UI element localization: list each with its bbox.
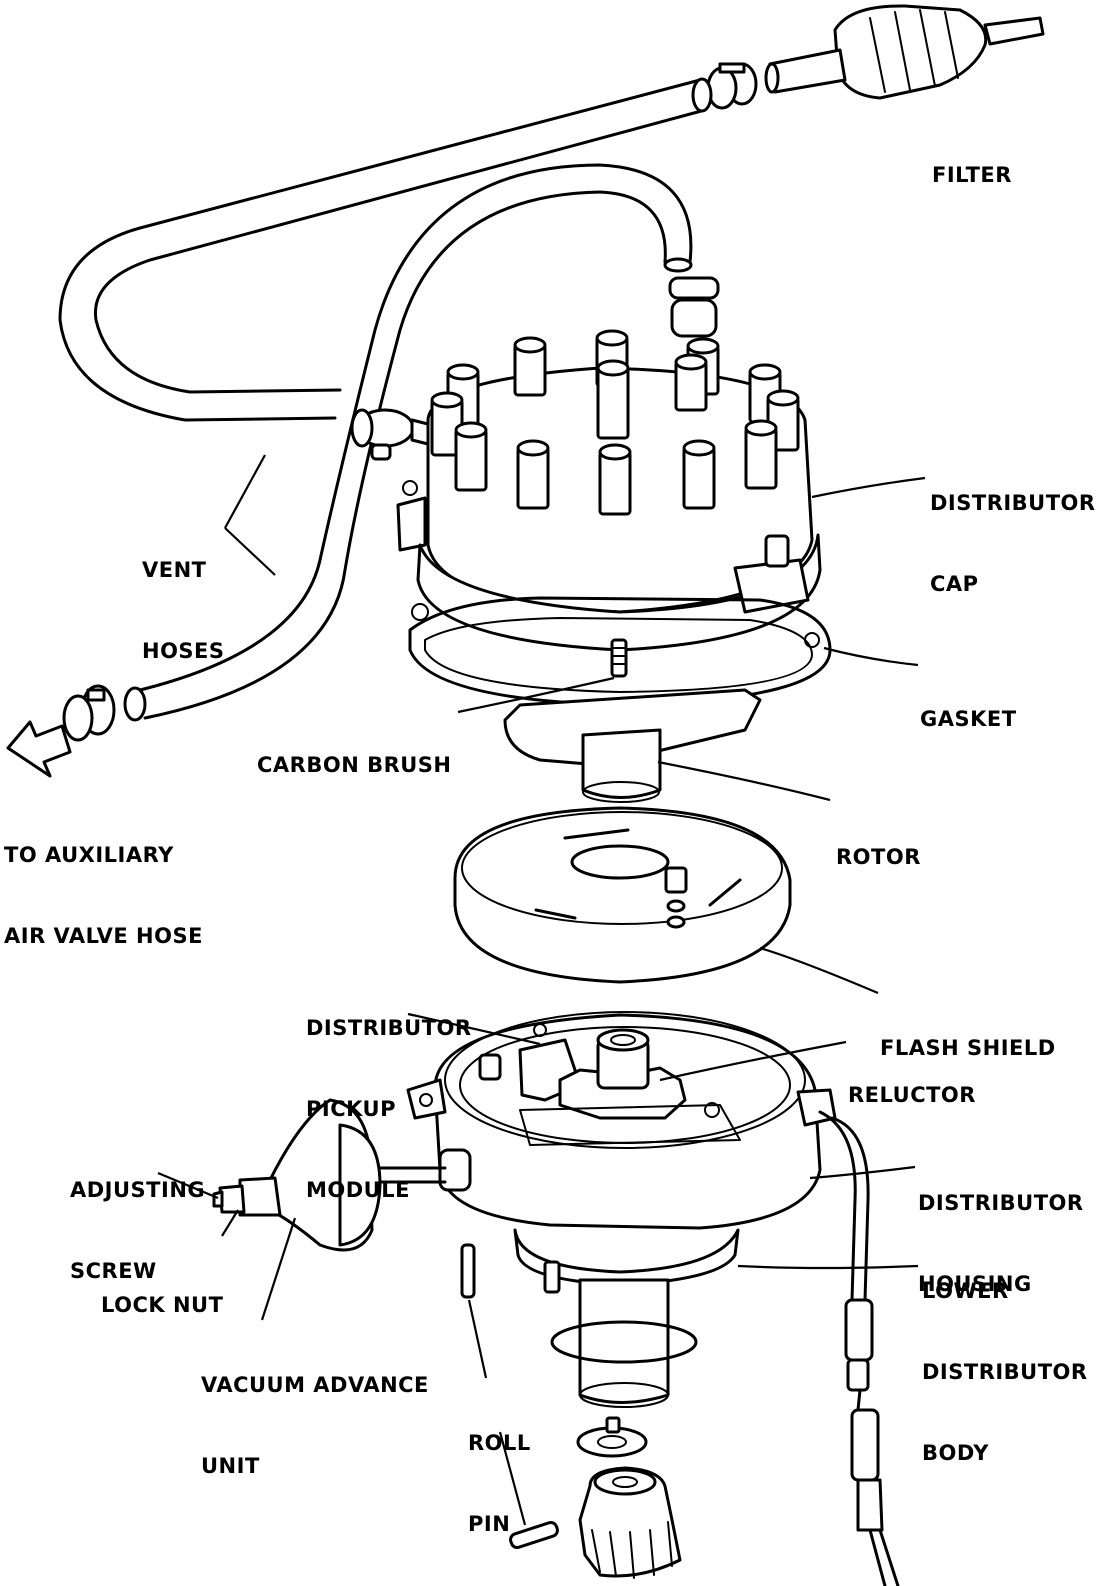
flash-shield-part bbox=[453, 806, 792, 984]
roll-pin-part bbox=[460, 1243, 559, 1550]
gasket-part bbox=[408, 596, 832, 707]
vent-hose-long bbox=[58, 77, 713, 422]
label-pickup-module-line2: PICKUP bbox=[306, 1097, 396, 1121]
hose-clamp-cap bbox=[668, 276, 720, 338]
wiring-harness-part bbox=[818, 1110, 900, 1586]
label-distributor-cap: DISTRIBUTOR CAP bbox=[930, 436, 1096, 625]
label-lower-body-line3: BODY bbox=[922, 1441, 989, 1465]
label-gasket-text: GASKET bbox=[920, 707, 1017, 731]
label-flash-shield-text: FLASH SHIELD bbox=[880, 1036, 1056, 1060]
label-pickup-module-line1: DISTRIBUTOR bbox=[306, 1016, 472, 1040]
label-lower-distributor-body: LOWER DISTRIBUTOR BODY bbox=[922, 1224, 1088, 1494]
label-lower-body-line1: LOWER bbox=[922, 1279, 1009, 1303]
label-to-auxiliary-line1: TO AUXILIARY bbox=[4, 843, 174, 867]
label-adjusting-screw: ADJUSTING SCREW bbox=[70, 1123, 205, 1312]
label-to-auxiliary-line2: AIR VALVE HOSE bbox=[4, 924, 203, 948]
label-rotor: ROTOR bbox=[836, 790, 921, 898]
label-lock-nut-text: LOCK NUT bbox=[101, 1293, 224, 1317]
rotor-part bbox=[503, 688, 762, 803]
vent-hose-second bbox=[123, 163, 693, 722]
lower-distributor-body-part bbox=[513, 1228, 740, 1408]
thrust-washer-part bbox=[576, 1416, 648, 1458]
label-rotor-text: ROTOR bbox=[836, 845, 921, 869]
label-vent-hoses-line2: HOSES bbox=[142, 639, 225, 663]
direction-arrow-icon bbox=[6, 720, 72, 778]
distributor-housing-part bbox=[378, 1011, 837, 1230]
label-distributor-housing-line2: HOUSING bbox=[918, 1272, 1032, 1296]
label-pickup-module-line3: MODULE bbox=[306, 1178, 410, 1202]
distributor-cap-part bbox=[396, 329, 822, 652]
label-vent-hoses-line1: VENT bbox=[142, 558, 207, 582]
leader-lines bbox=[157, 454, 926, 1526]
label-reluctor-text: RELUCTOR bbox=[848, 1083, 976, 1107]
label-vacuum-advance-line2: UNIT bbox=[201, 1454, 260, 1478]
drive-gear-part bbox=[578, 1466, 682, 1579]
label-roll-pin-line2: PIN bbox=[468, 1512, 511, 1536]
label-lock-nut: LOCK NUT bbox=[101, 1238, 223, 1346]
label-adjusting-screw-line2: SCREW bbox=[70, 1259, 157, 1283]
filter-part bbox=[764, 4, 1045, 100]
carbon-brush-part bbox=[610, 638, 628, 678]
label-carbon-brush-text: CARBON BRUSH bbox=[257, 753, 452, 777]
hose-clamp-bottom bbox=[62, 684, 116, 742]
hose-clamp-top bbox=[706, 62, 758, 110]
vacuum-advance-part bbox=[212, 1098, 382, 1252]
label-lower-body-line2: DISTRIBUTOR bbox=[922, 1360, 1088, 1384]
label-distributor-housing: DISTRIBUTOR HOUSING bbox=[918, 1136, 1084, 1325]
label-filter: FILTER bbox=[932, 108, 1012, 216]
label-adjusting-screw-line1: ADJUSTING bbox=[70, 1178, 206, 1202]
label-distributor-cap-line2: CAP bbox=[930, 572, 979, 596]
label-to-auxiliary: TO AUXILIARY AIR VALVE HOSE bbox=[4, 788, 203, 977]
label-roll-pin-line1: ROLL bbox=[468, 1431, 531, 1455]
label-distributor-cap-line1: DISTRIBUTOR bbox=[930, 491, 1096, 515]
label-reluctor: RELUCTOR bbox=[848, 1028, 976, 1136]
label-vacuum-advance: VACUUM ADVANCE UNIT bbox=[201, 1318, 429, 1507]
label-roll-pin: ROLL PIN bbox=[468, 1376, 531, 1565]
label-distributor-housing-line1: DISTRIBUTOR bbox=[918, 1191, 1084, 1215]
label-pickup-module: DISTRIBUTOR PICKUP MODULE bbox=[306, 961, 472, 1231]
label-vent-hoses: VENT HOSES bbox=[142, 503, 225, 692]
label-filter-text: FILTER bbox=[932, 163, 1012, 187]
label-vacuum-advance-line1: VACUUM ADVANCE bbox=[201, 1373, 429, 1397]
label-flash-shield: FLASH SHIELD bbox=[880, 981, 1056, 1089]
hose-tee-fitting bbox=[350, 408, 434, 461]
label-gasket: GASKET bbox=[920, 652, 1017, 760]
label-carbon-brush: CARBON BRUSH bbox=[257, 698, 452, 806]
